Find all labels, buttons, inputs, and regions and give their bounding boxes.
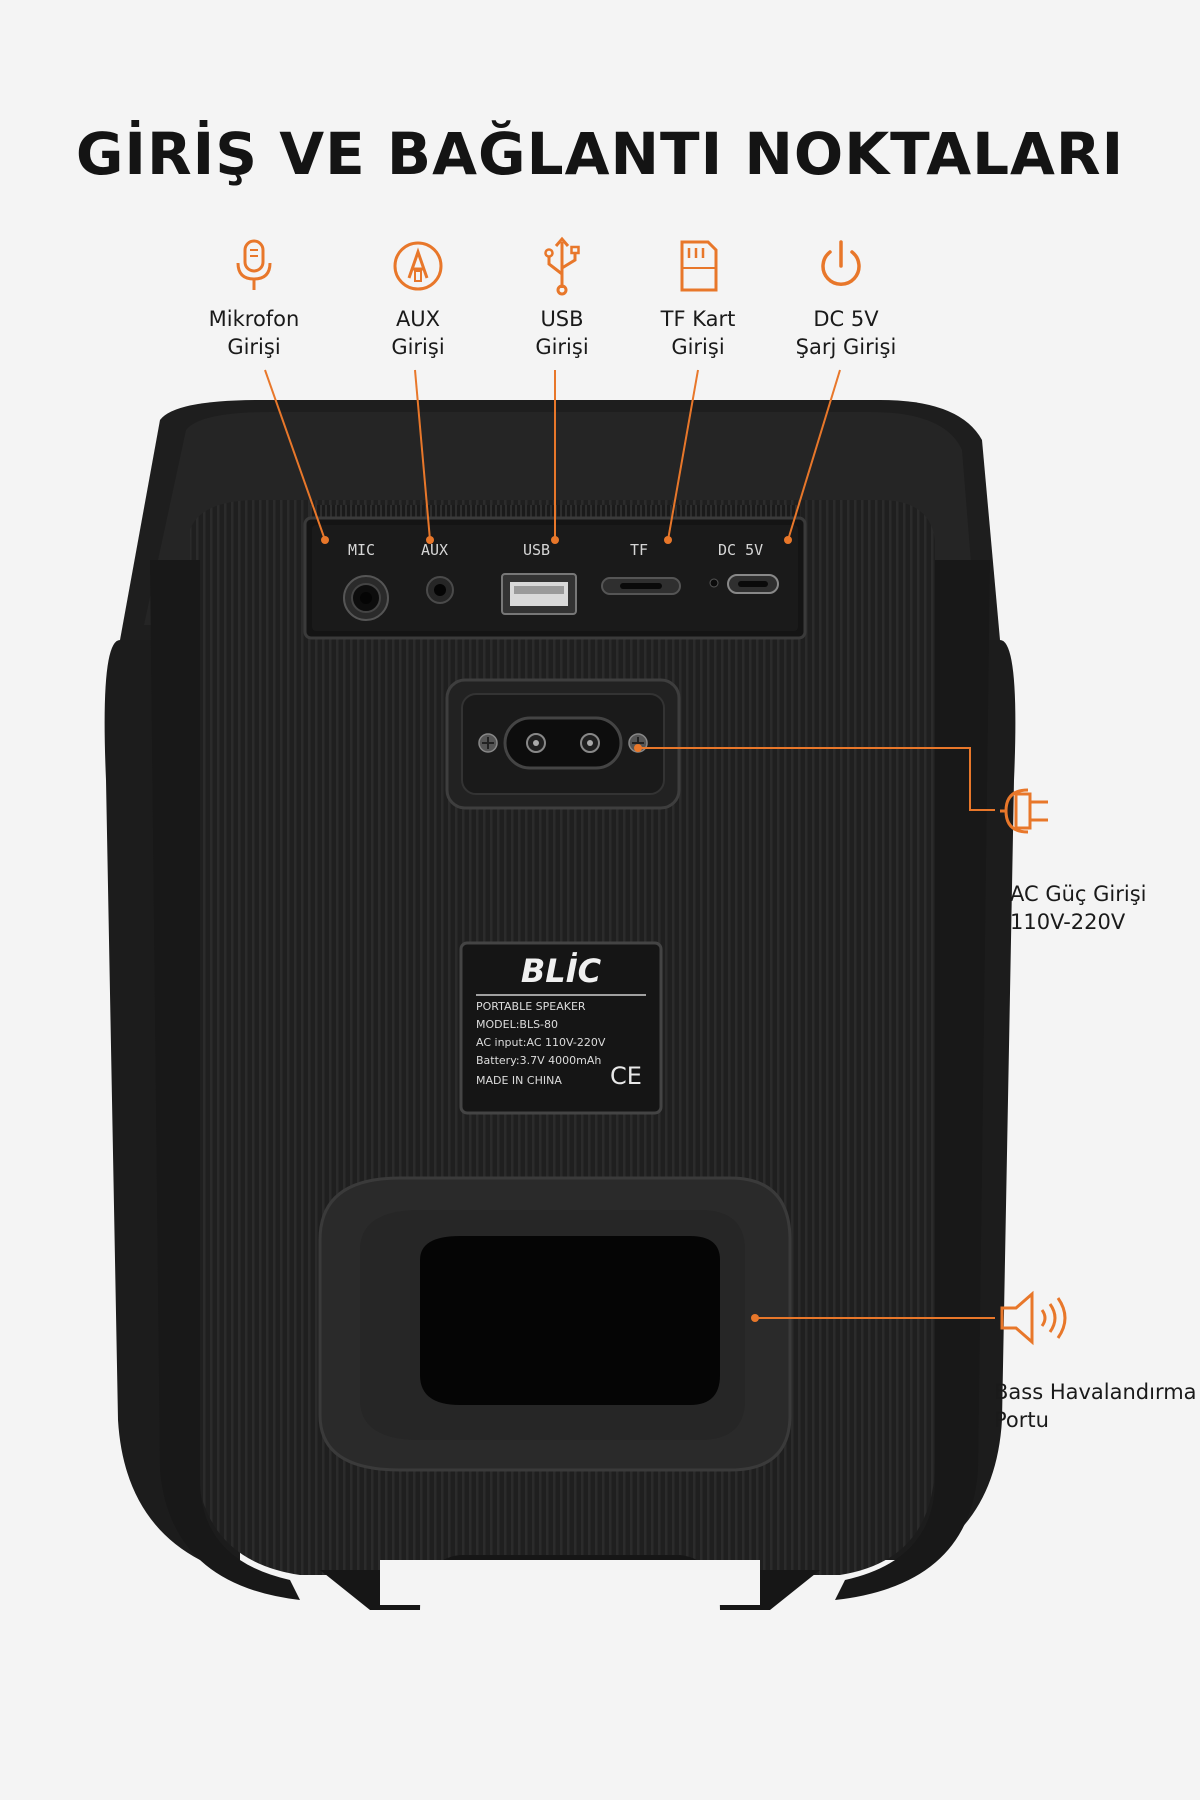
aux-icon [393,241,443,291]
ce-mark: CE [610,1062,642,1090]
nameplate-brand: BLİC [520,952,602,990]
nameplate-line-4: Battery:3.7V 4000mAh [476,1054,602,1067]
panel-label-usb: USB [523,541,551,559]
microphone-icon [236,239,272,290]
nameplate-line-2: MODEL:BLS-80 [476,1018,559,1031]
page-title: GİRİŞ VE BAĞLANTI NOKTALARI [75,120,1125,188]
power-icon [821,240,861,286]
panel-label-aux: AUX [421,541,449,559]
nameplate-line-5: MADE IN CHINA [476,1074,562,1087]
sd-card-icon [680,240,718,292]
usb-icon [544,236,580,296]
speaker-sound-icon [1000,1290,1067,1346]
panel-label-tf: TF [630,541,649,559]
panel-label-dc: DC 5V [718,541,764,559]
nameplate-line-1: PORTABLE SPEAKER [476,1000,586,1013]
power-plug-icon [1000,788,1048,834]
panel-label-mic: MIC [348,541,376,559]
nameplate-line-3: AC input:AC 110V-220V [476,1036,606,1049]
